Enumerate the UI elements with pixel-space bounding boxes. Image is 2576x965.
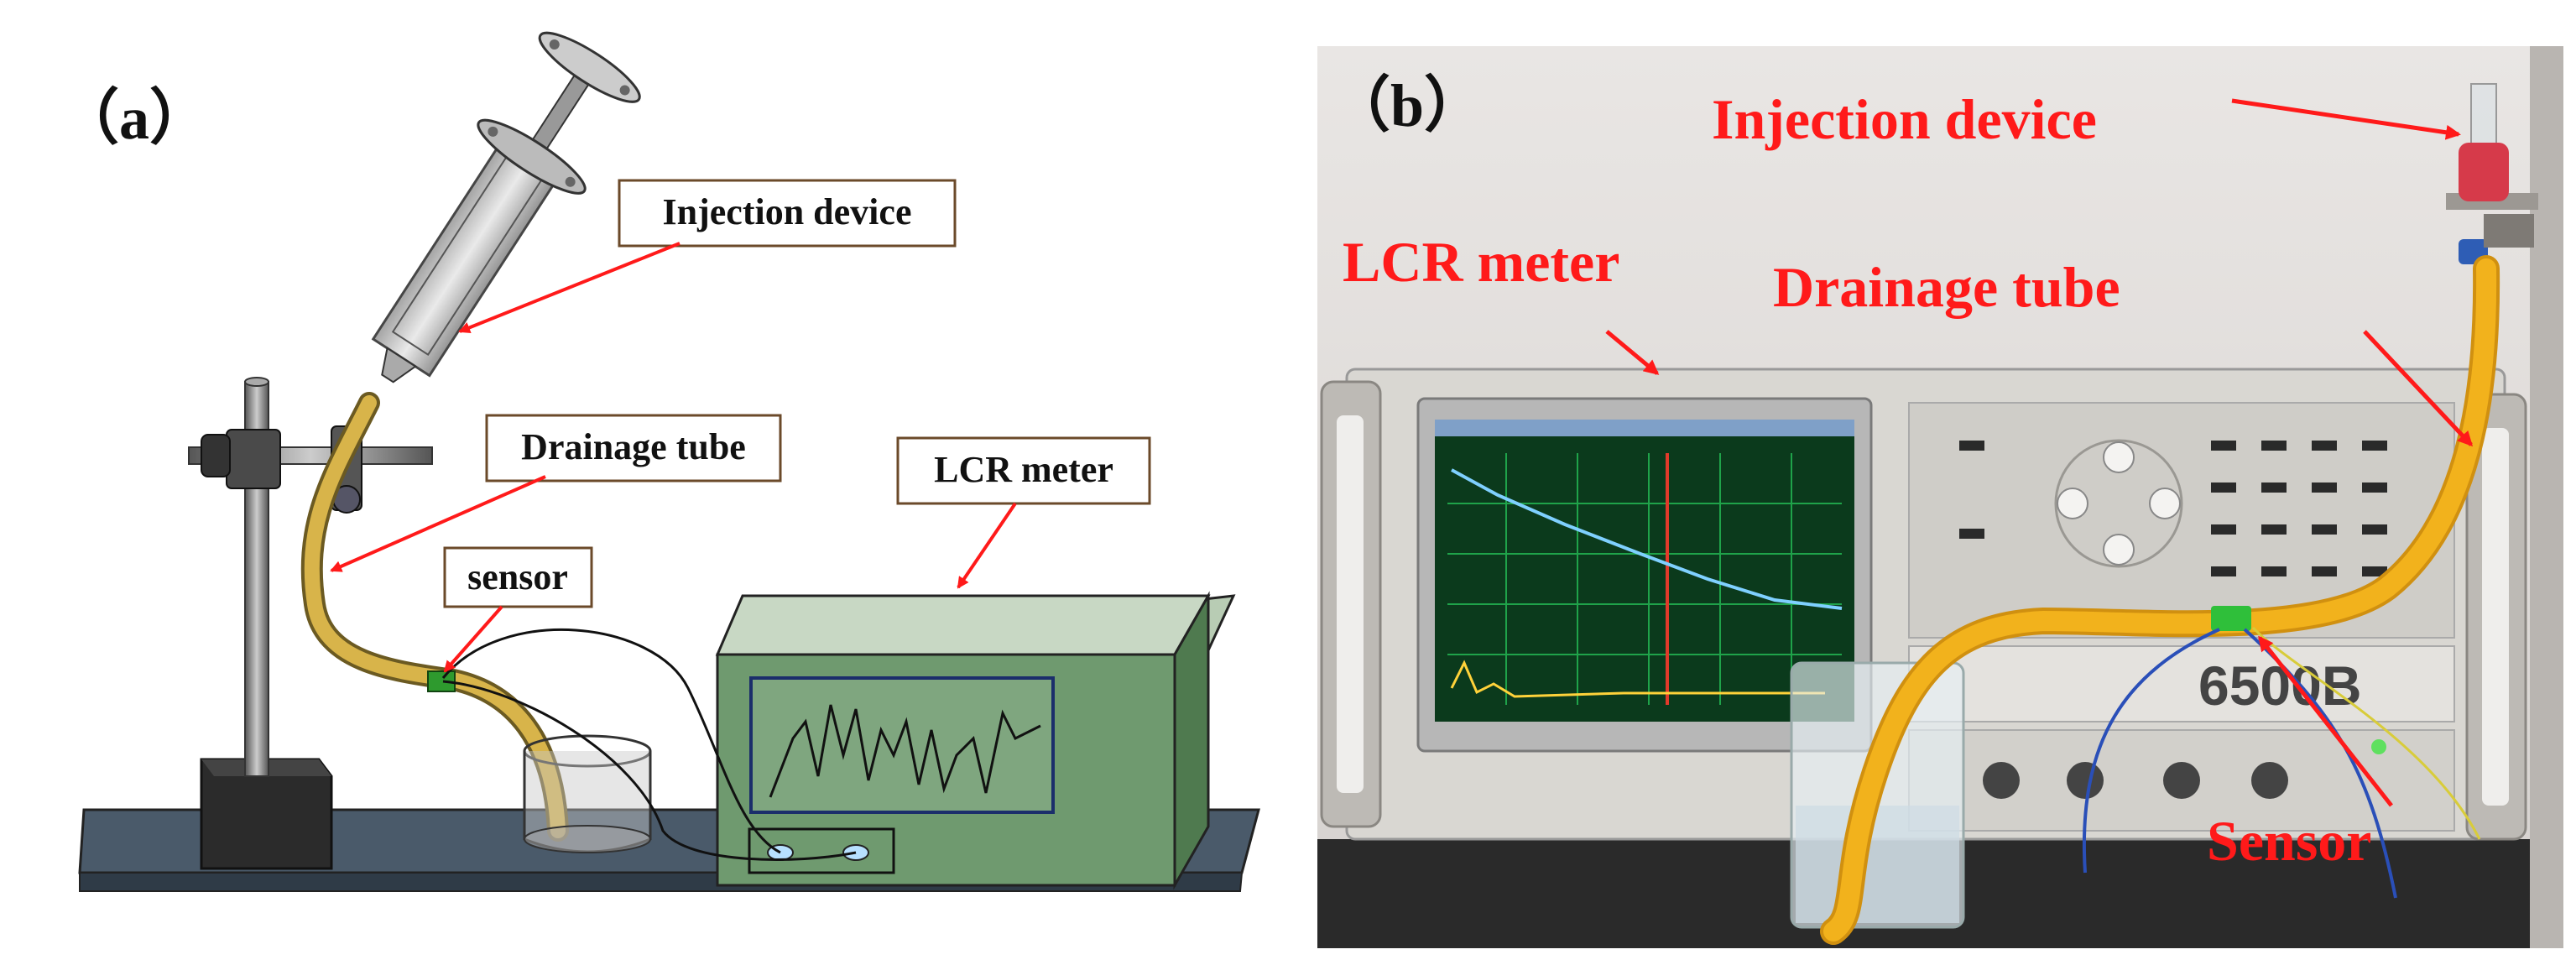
- panel-a-letter: （a）: [59, 85, 210, 152]
- photo-label-sensor: Sensor: [2207, 809, 2371, 873]
- display-trace: [1451, 468, 1843, 610]
- photo-arrow-sensor: [2258, 635, 2393, 807]
- drainage-tube-photo: [1823, 258, 2497, 942]
- arrow-drainage: [330, 475, 546, 572]
- label-lcr-meter: LCR meter: [896, 436, 1151, 505]
- photo-arrow-drainage: [2363, 330, 2474, 447]
- label-drainage-text: Drainage tube: [521, 426, 746, 467]
- meter-terminal-panel: [748, 827, 895, 874]
- syringe-drawing: [371, 31, 641, 383]
- drainage-tube: [304, 395, 566, 838]
- photo-arrow-lcr: [1605, 330, 1660, 375]
- sensor-photo: [2211, 606, 2251, 631]
- syringe-photo: [2446, 83, 2538, 264]
- panel-a-schematic: （a）: [59, 31, 1260, 892]
- clamp: [188, 425, 433, 514]
- photo-label-injection: Injection device: [1712, 87, 2097, 151]
- beaker: [523, 734, 652, 853]
- photo-svg: （b）: [1317, 46, 2563, 948]
- arrow-lcr: [957, 502, 1017, 589]
- panel-b-letter: （b）: [1330, 72, 1484, 139]
- label-sensor-text: sensor: [467, 556, 568, 597]
- label-lcr-text: LCR meter: [934, 449, 1113, 490]
- label-sensor: sensor: [443, 546, 593, 608]
- meter-display: [1435, 420, 1854, 722]
- label-drainage-tube: Drainage tube: [485, 414, 782, 482]
- stand-block: [200, 758, 333, 870]
- label-injection-text: Injection device: [663, 191, 912, 232]
- photo-label-lcr: LCR meter: [1343, 230, 1619, 294]
- arrow-injection: [458, 242, 681, 334]
- schematic-svg: （a）: [59, 31, 1260, 892]
- right-post: [2530, 46, 2563, 948]
- photo-arrow-injection: [2231, 98, 2461, 140]
- meter-waveform: [769, 704, 1041, 798]
- meter-screen: [749, 676, 1055, 814]
- lead-wire-1: [441, 628, 781, 854]
- panel-b-photo: （b）: [1288, 0, 2576, 965]
- label-injection-device: Injection device: [618, 179, 957, 248]
- lead-wire-2: [442, 680, 857, 861]
- photo-label-drainage: Drainage tube: [1773, 255, 2120, 319]
- lcr-meter-drawing: [715, 591, 1236, 890]
- arrow-sensor: [443, 605, 503, 673]
